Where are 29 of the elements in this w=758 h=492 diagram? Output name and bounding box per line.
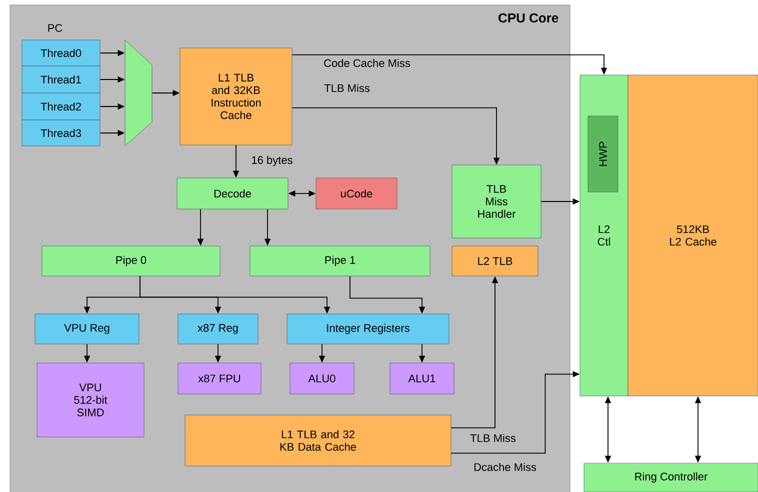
execution-unit-box: ALU0: [290, 362, 354, 394]
ucode-box: uCode: [316, 178, 398, 210]
edge-label: TLB Miss: [469, 432, 517, 444]
edge-label: TLB Miss: [323, 82, 371, 94]
edge-label: 16 bytes: [250, 154, 294, 168]
multiplexer-shape: [124, 40, 152, 146]
register-box: x87 Reg: [178, 314, 258, 344]
pipe-box: Pipe 0: [42, 246, 220, 276]
cache-box: L1 TLB and 32 KB Data Cache: [184, 414, 452, 466]
thread-box: Thread2: [22, 92, 100, 120]
edge-label: Dcache Miss: [472, 462, 538, 472]
pipe-box: Pipe 1: [250, 246, 430, 276]
diagram-title: CPU Core: [498, 13, 558, 23]
thread-box: Thread1: [22, 66, 100, 94]
register-box: Integer Registers: [286, 314, 450, 344]
cache-box: L1 TLB and 32KB Instruction Cache: [180, 48, 292, 146]
tlb-box: L2 TLB: [452, 246, 538, 276]
execution-unit-box: VPU 512-bit SIMD: [36, 362, 144, 438]
ring-controller-box: Ring Controller: [584, 462, 758, 492]
register-box: VPU Reg: [34, 314, 140, 344]
edge-label: Code Cache Miss: [322, 58, 412, 68]
thread-box: Thread0: [22, 40, 100, 66]
decode-box: Decode: [176, 178, 288, 210]
execution-unit-box: ALU1: [390, 362, 454, 394]
thread-box: Thread3: [22, 120, 100, 146]
cache-box: 512KB L2 Cache: [628, 74, 758, 396]
handler-box: TLB Miss Handler: [452, 164, 542, 238]
execution-unit-box: x87 FPU: [178, 362, 262, 394]
prefetcher-box: HWP: [588, 116, 618, 192]
